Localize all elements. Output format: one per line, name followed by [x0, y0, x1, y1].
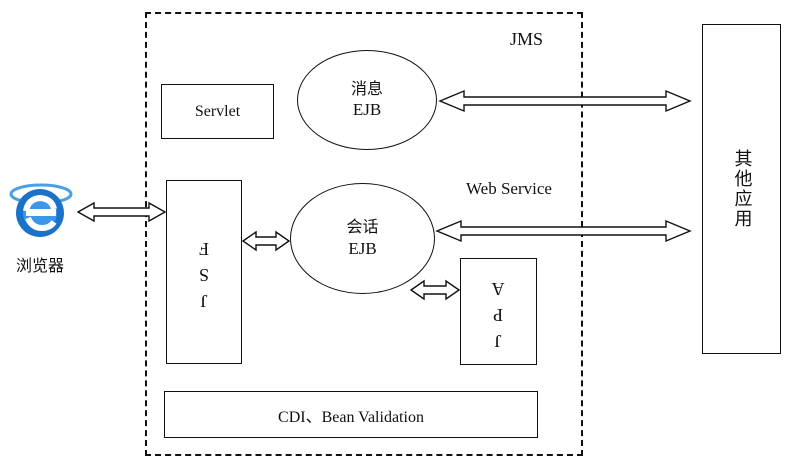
jpa-box: JPA	[460, 258, 537, 365]
session-ejb-ellipse: 会话 EJB	[290, 183, 435, 294]
cdi-bean-validation-box: CDI、Bean Validation	[164, 391, 538, 438]
web-service-arrow	[435, 219, 692, 243]
jsf-box: JSF	[166, 180, 242, 364]
session-ejb-label-line2: EJB	[348, 238, 377, 258]
browser-jsf-arrow	[76, 201, 167, 223]
browser-label: 浏览器	[16, 256, 65, 275]
web-service-label: Web Service	[466, 179, 552, 198]
other-apps-box: 其他应用	[702, 24, 781, 354]
other-apps-label: 其他应用	[731, 149, 753, 229]
servlet-label: Servlet	[194, 102, 241, 120]
jms-label: JMS	[510, 29, 544, 49]
session-ejb-label-line1: 会话	[346, 217, 379, 237]
message-ejb-other-apps-arrow	[438, 89, 692, 113]
message-ejb-ellipse: 消息 EJB	[297, 50, 437, 150]
message-ejb-label-line2: EJB	[352, 100, 382, 120]
cdi-bean-validation-label: CDI、Bean Validation	[278, 408, 424, 426]
internet-explorer-icon	[8, 180, 74, 242]
servlet-box: Servlet	[161, 84, 274, 139]
message-ejb-label-line1: 消息	[350, 78, 383, 98]
session-ejb-jpa-arrow	[409, 279, 461, 301]
jsf-session-ejb-arrow	[241, 230, 291, 252]
